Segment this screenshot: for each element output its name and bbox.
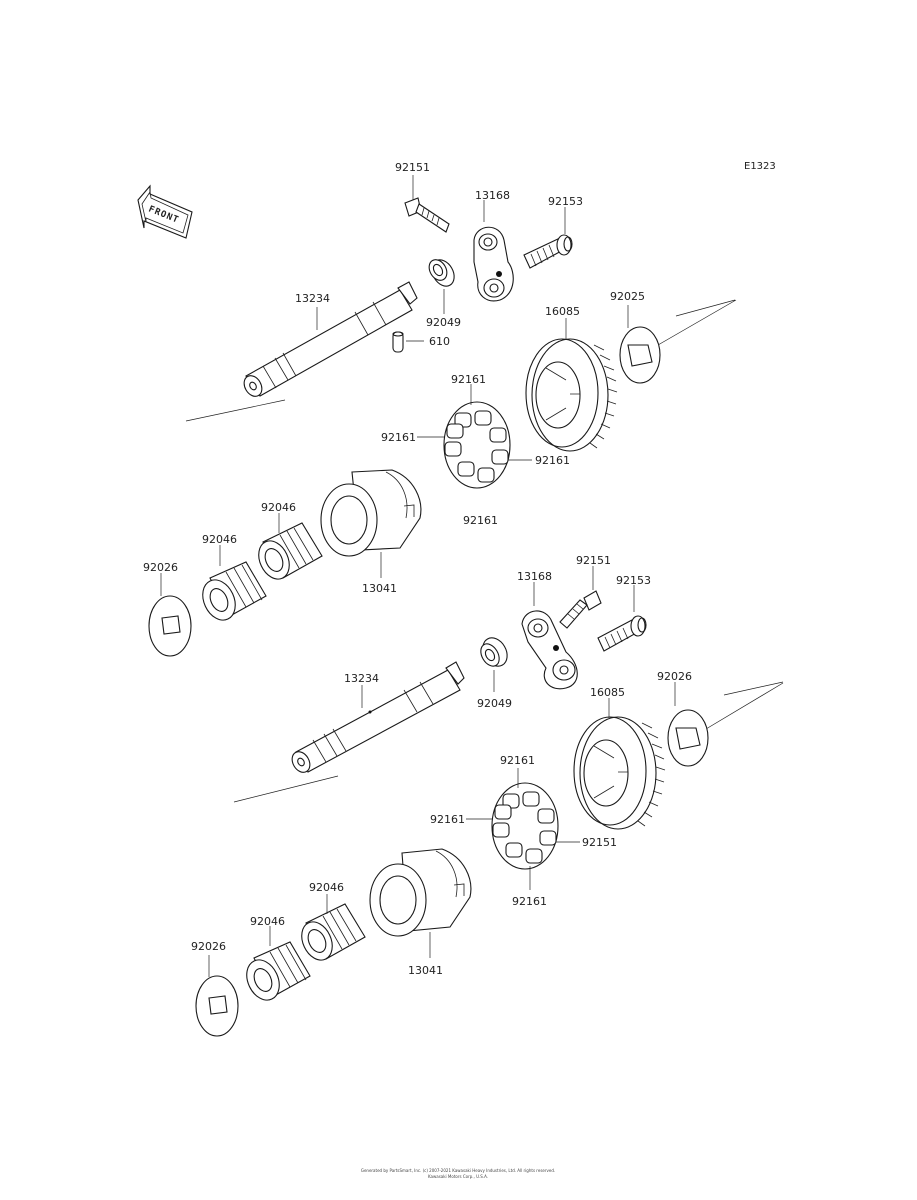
lower-label-damper-top: 92161 [500, 754, 535, 767]
upper-label-92046-a: 92046 [202, 533, 237, 546]
diagram-code: E1323 [744, 161, 776, 172]
lower-label-damper-left: 92161 [430, 813, 465, 826]
upper-bearing-92046-b [258, 522, 323, 580]
upper-label-13041: 13041 [362, 582, 397, 595]
upper-label-damper-left: 92161 [381, 431, 416, 444]
lower-label-damper-bottom: 92161 [512, 895, 547, 908]
upper-gear-16085 [525, 338, 618, 452]
lower-axis-line-left [233, 775, 339, 803]
front-arrow-icon: FRONT [137, 184, 193, 239]
upper-label-92151: 92151 [395, 161, 430, 174]
upper-bolt-92153 [523, 234, 573, 269]
upper-label-16085: 16085 [545, 305, 580, 318]
upper-seal-92049 [428, 259, 455, 287]
copyright-line-2: Kawasaki Motors Corp., U.S.A. [428, 1174, 488, 1179]
upper-shaft-13234 [243, 281, 418, 397]
lower-label-13234: 13234 [344, 672, 379, 685]
lower-damper-ring-92161 [491, 782, 559, 870]
upper-label-92026: 92026 [143, 561, 178, 574]
upper-label-damper-right: 92161 [535, 454, 570, 467]
upper-washer-92026 [148, 595, 192, 657]
copyright-line-1: Generated by PartsSmart, Inc. (c) 2007-2… [361, 1168, 555, 1173]
upper-label-damper-top: 92161 [451, 373, 486, 386]
upper-label-13234: 13234 [295, 292, 330, 305]
lower-label-16085: 16085 [590, 686, 625, 699]
upper-label-92153: 92153 [548, 195, 583, 208]
upper-label-damper-bottom: 92161 [463, 514, 498, 527]
lower-label-92046-a: 92046 [250, 915, 285, 928]
lower-washer-92026-right [667, 709, 709, 767]
upper-label-610: 610 [429, 335, 450, 348]
lower-label-92046-b: 92046 [309, 881, 344, 894]
lower-bearing-92046-b [301, 903, 366, 961]
lower-label-92153: 92153 [616, 574, 651, 587]
lower-label-92026: 92026 [191, 940, 226, 953]
lower-bolt-92151 [559, 590, 602, 629]
upper-label-92049: 92049 [426, 316, 461, 329]
lower-label-92049: 92049 [477, 697, 512, 710]
lower-axis-line-right [705, 681, 784, 730]
lower-label-damper-right: 92151 [582, 836, 617, 849]
lower-label-92026-right: 92026 [657, 670, 692, 683]
upper-label-13168: 13168 [475, 189, 510, 202]
upper-axis-line-left [185, 399, 286, 422]
lower-bearing-92046-a [246, 941, 311, 1001]
lower-sleeve-13041 [369, 848, 472, 937]
upper-sleeve-13041 [320, 469, 422, 557]
lower-washer-92026 [195, 975, 239, 1037]
upper-bolt-92151 [404, 197, 450, 233]
lower-seal-92049 [480, 637, 508, 667]
upper-arm-13168 [473, 226, 514, 302]
upper-bearing-92046-a [202, 561, 267, 621]
lower-label-13041: 13041 [408, 964, 443, 977]
upper-label-92025: 92025 [610, 290, 645, 303]
lower-bolt-92153 [597, 615, 647, 652]
upper-axis-line-right [657, 299, 737, 346]
lower-arm-13168 [521, 610, 578, 690]
upper-label-92046-b: 92046 [261, 501, 296, 514]
lower-shaft-13234 [291, 661, 465, 773]
upper-washer-92025 [619, 326, 661, 384]
lower-gear-16085 [573, 716, 666, 830]
upper-damper-ring-92161 [443, 401, 511, 489]
lower-label-13168: 13168 [517, 570, 552, 583]
upper-pin-610 [392, 331, 404, 353]
lower-label-92151: 92151 [576, 554, 611, 567]
